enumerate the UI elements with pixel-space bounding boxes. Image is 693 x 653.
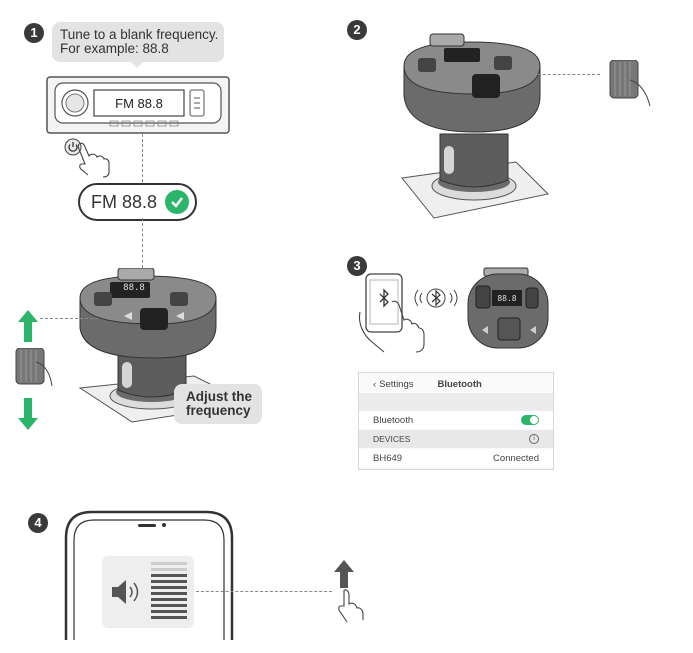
bubble-pointer — [130, 61, 144, 68]
device-status: Connected — [493, 452, 539, 464]
instruction-bubble: Tune to a blank frequency. For example: … — [52, 22, 224, 62]
connector-line — [196, 591, 332, 592]
transmitter-top-display: 88.8 — [497, 294, 517, 303]
bluetooth-icon — [414, 288, 458, 308]
settings-nav-bar: ‹ Settings Bluetooth — [359, 375, 553, 393]
settings-back-link[interactable]: Settings — [379, 378, 414, 390]
device-name: BH649 — [373, 452, 403, 464]
rotary-knob-press[interactable] — [608, 60, 656, 108]
info-icon[interactable]: i — [529, 434, 539, 444]
step-3-number: 3 — [347, 256, 367, 276]
transmitter-display: 88.8 — [123, 283, 145, 293]
confirmed-frequency: FM 88.8 — [91, 191, 158, 212]
instruction-line-2: For example: 88.8 — [60, 41, 169, 56]
frequency-confirm-pill: FM 88.8 — [78, 183, 198, 221]
arrow-down-icon — [18, 398, 38, 430]
instruction-line-1: Tune to a blank frequency. — [60, 27, 219, 42]
adjust-line-1: Adjust the — [186, 389, 252, 404]
adjust-bubble: Adjust the frequency — [174, 384, 262, 424]
arrow-up-icon — [18, 310, 38, 342]
hand-icon — [77, 142, 110, 178]
car-transmitter — [78, 268, 252, 423]
arrow-up-icon — [334, 560, 364, 623]
devices-header-row: DEVICES i — [359, 430, 553, 448]
phone-step4 — [64, 510, 234, 640]
bluetooth-toggle-row: Bluetooth — [359, 411, 553, 429]
radio-display-text: FM 88.8 — [115, 96, 163, 111]
power-icon[interactable] — [64, 138, 82, 156]
connector-line — [142, 134, 143, 182]
settings-title: Bluetooth — [437, 378, 482, 390]
chevron-left-icon[interactable]: ‹ — [373, 378, 377, 390]
connector-line — [538, 74, 600, 75]
bluetooth-toggle[interactable] — [521, 415, 539, 425]
adjust-line-2: frequency — [186, 403, 251, 418]
device-row[interactable]: BH649 Connected — [359, 449, 553, 467]
step-4-number: 4 — [28, 513, 48, 533]
connector-line — [142, 218, 143, 268]
step-1-number: 1 — [24, 23, 44, 43]
connector-line — [40, 318, 98, 319]
car-transmitter-step2 — [401, 33, 550, 219]
bluetooth-label: Bluetooth — [373, 414, 414, 426]
transmitter-top-view — [467, 267, 549, 349]
settings-spacer — [359, 393, 553, 411]
step-2-number: 2 — [347, 20, 367, 40]
rotary-knob[interactable] — [14, 348, 54, 388]
car-radio — [46, 76, 230, 134]
phone-bluetooth — [358, 273, 425, 353]
bluetooth-settings-panel: ‹ Settings Bluetooth Bluetooth DEVICES i… — [358, 372, 554, 470]
devices-header: DEVICES — [373, 434, 411, 444]
checkmark-icon — [165, 190, 190, 214]
speaker-icon — [112, 580, 139, 604]
